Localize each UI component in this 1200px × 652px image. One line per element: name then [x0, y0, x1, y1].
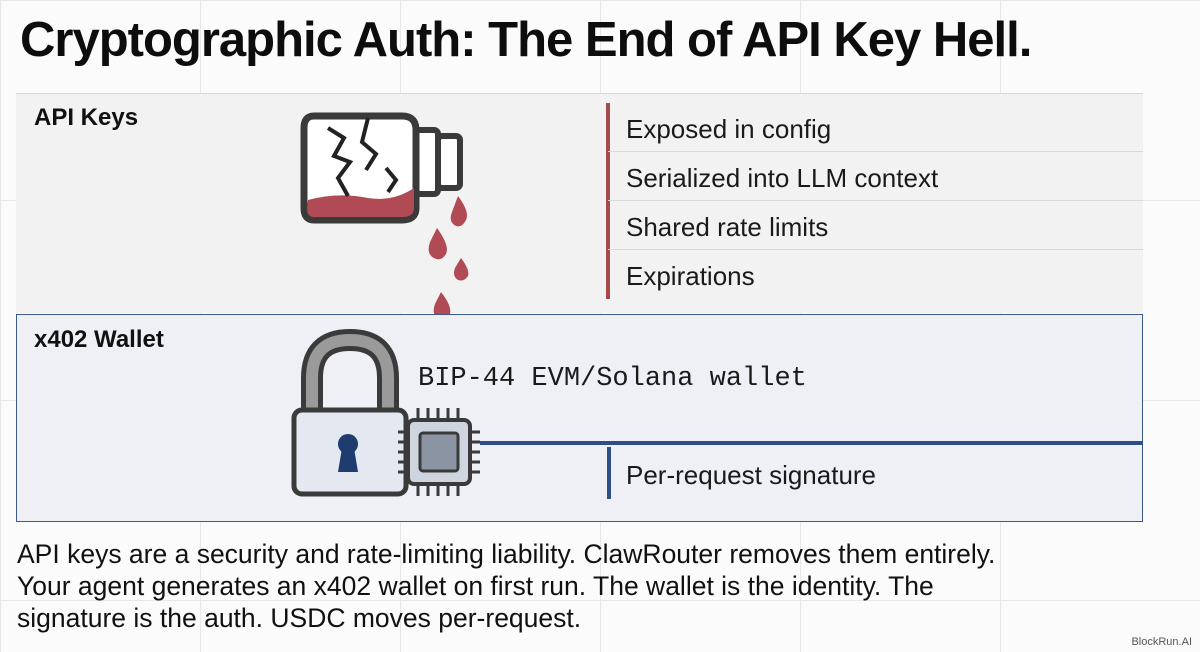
list-item: Shared rate limits — [608, 201, 1143, 250]
padlock-icon — [291, 328, 409, 497]
caption: API keys are a security and rate-limitin… — [17, 538, 1192, 634]
wallet-type-label: BIP-44 EVM/Solana wallet — [418, 364, 807, 394]
api-keys-panel — [16, 93, 1143, 313]
caption-line: signature is the auth. USDC moves per-re… — [17, 603, 582, 633]
page-title: Cryptographic Auth: The End of API Key H… — [20, 13, 1032, 67]
api-keys-list: Exposed in config Serialized into LLM co… — [608, 103, 1143, 299]
api-keys-list-rule — [606, 103, 610, 299]
signature-connector-line — [480, 441, 1143, 445]
list-item: Expirations — [626, 261, 755, 291]
signature-label: Per-request signature — [626, 460, 877, 490]
caption-line: Your agent generates an x402 wallet on f… — [17, 571, 934, 601]
watermark: BlockRun.AI — [1131, 636, 1192, 648]
api-keys-label: API Keys — [34, 104, 139, 131]
list-item: Exposed in config — [608, 103, 1143, 152]
list-item: Serialized into LLM context — [608, 152, 1143, 201]
x402-wallet-panel — [16, 314, 1143, 522]
x402-wallet-label: x402 Wallet — [34, 326, 164, 353]
signature-rule — [607, 447, 611, 499]
broken-leaking-bottle-icon — [300, 112, 469, 321]
caption-line: API keys are a security and rate-limitin… — [17, 539, 996, 569]
chip-icon — [398, 408, 480, 496]
